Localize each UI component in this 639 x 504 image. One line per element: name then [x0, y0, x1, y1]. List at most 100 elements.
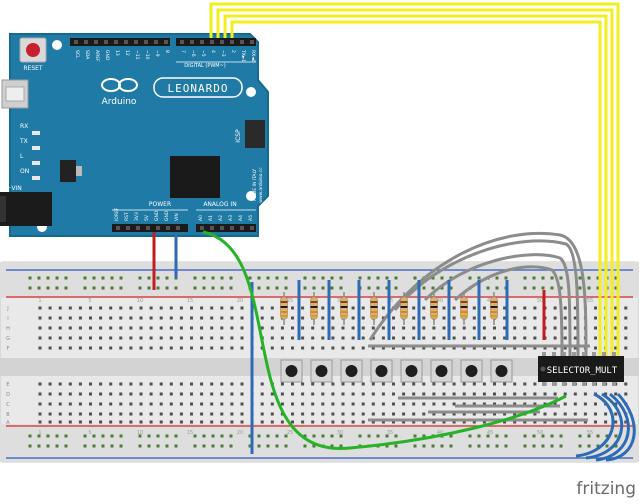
breadboard-hole: [139, 326, 143, 330]
breadboard-hole: [432, 382, 436, 386]
breadboard-hole: [99, 412, 103, 416]
breadboard-hole: [392, 382, 395, 386]
rail-hole: [28, 444, 32, 448]
resistor-band: [400, 301, 408, 303]
resistor-band: [340, 306, 348, 308]
breadboard-hole: [624, 346, 628, 350]
breadboard-hole: [169, 306, 173, 310]
row-letter: G: [6, 336, 10, 342]
breadboard-hole: [240, 392, 244, 396]
rail-hole: [110, 286, 114, 290]
breadboard-hole: [563, 346, 567, 350]
breadboard-hole: [432, 336, 436, 340]
rail-hole: [284, 276, 288, 280]
breadboard-hole: [179, 402, 183, 406]
breadboard-hole: [513, 316, 517, 320]
breadboard-hole: [78, 346, 82, 350]
rail-hole: [367, 286, 371, 290]
breadboard-hole: [89, 346, 92, 350]
top-pin-label: 2: [230, 50, 236, 53]
rail-hole: [587, 276, 591, 280]
breadboard-hole: [311, 392, 315, 396]
rail-hole: [550, 286, 554, 290]
breadboard-hole: [291, 326, 294, 330]
breadboard-hole: [270, 346, 274, 350]
rail-hole: [92, 434, 96, 438]
breadboard-hole: [58, 420, 62, 424]
breadboard-hole: [614, 402, 618, 406]
breadboard-hole: [291, 346, 294, 350]
breadboard-hole: [462, 402, 466, 406]
breadboard-hole: [503, 316, 507, 320]
rail-hole: [303, 444, 307, 448]
breadboard-hole: [624, 326, 628, 330]
breadboard-hole: [230, 420, 234, 424]
breadboard-hole: [573, 402, 577, 406]
brand-label: Arduino: [102, 97, 137, 107]
breadboard-hole: [543, 420, 547, 424]
breadboard-hole: [392, 326, 395, 330]
breadboard-hole: [321, 392, 325, 396]
rail-hole: [385, 444, 389, 448]
ic-pin: [592, 352, 596, 356]
rail-hole: [376, 276, 380, 280]
rail-hole: [211, 286, 215, 290]
breadboard-hole: [513, 306, 517, 310]
breadboard-hole: [230, 336, 234, 340]
gray-wire-3: [423, 253, 572, 357]
digital-label: DIGITAL (PWM~): [184, 63, 226, 69]
gray-wire-4: [453, 265, 564, 357]
breadboard-hole: [402, 382, 406, 386]
breadboard-hole: [230, 316, 234, 320]
row-letter: A: [6, 420, 10, 426]
breadboard-hole: [78, 402, 82, 406]
rail-hole: [376, 434, 380, 438]
breadboard-hole: [361, 382, 365, 386]
header-pin: [144, 40, 148, 44]
breadboard-hole: [291, 402, 294, 406]
breadboard-hole: [58, 336, 62, 340]
breadboard-hole: [361, 402, 365, 406]
resistor-band: [400, 306, 408, 308]
breadboard-hole: [624, 316, 628, 320]
breadboard-hole: [614, 420, 618, 424]
breadboard-hole: [341, 346, 345, 350]
breadboard-hole: [159, 392, 163, 396]
breadboard-hole: [129, 412, 133, 416]
rail-hole: [614, 444, 618, 448]
breadboard-hole: [563, 306, 567, 310]
breadboard-hole: [482, 336, 486, 340]
rail-hole: [367, 276, 371, 280]
breadboard-hole: [119, 316, 123, 320]
rail-hole: [330, 444, 334, 448]
breadboard-hole: [99, 336, 103, 340]
breadboard-hole: [523, 316, 527, 320]
breadboard-hole: [109, 392, 113, 396]
breadboard-hole: [321, 306, 325, 310]
header-pin: [136, 226, 140, 230]
voltage-regulator: [60, 160, 76, 182]
header-pin: [210, 40, 214, 44]
resistor-band: [370, 301, 378, 303]
rail-hole: [229, 286, 233, 290]
breadboard-hole: [563, 336, 567, 340]
rail-hole: [358, 276, 362, 280]
ic-pin: [552, 382, 556, 386]
rail-hole: [449, 434, 453, 438]
rail-hole: [248, 444, 252, 448]
header-pin: [154, 40, 158, 44]
breadboard-hole: [482, 306, 486, 310]
breadboard-hole: [169, 326, 173, 330]
top-pin-label: ~3: [220, 50, 226, 57]
breadboard-hole: [361, 392, 365, 396]
breadboard-hole: [200, 336, 204, 340]
push-button-cap: [435, 365, 448, 377]
header-pin: [230, 226, 234, 230]
breadboard-hole: [553, 412, 557, 416]
breadboard-hole: [48, 412, 52, 416]
breadboard-hole: [361, 336, 365, 340]
rail-hole: [330, 286, 334, 290]
breadboard-hole: [351, 306, 355, 310]
breadboard-hole: [119, 326, 123, 330]
bottom-pin-label: IOREF: [114, 207, 120, 221]
